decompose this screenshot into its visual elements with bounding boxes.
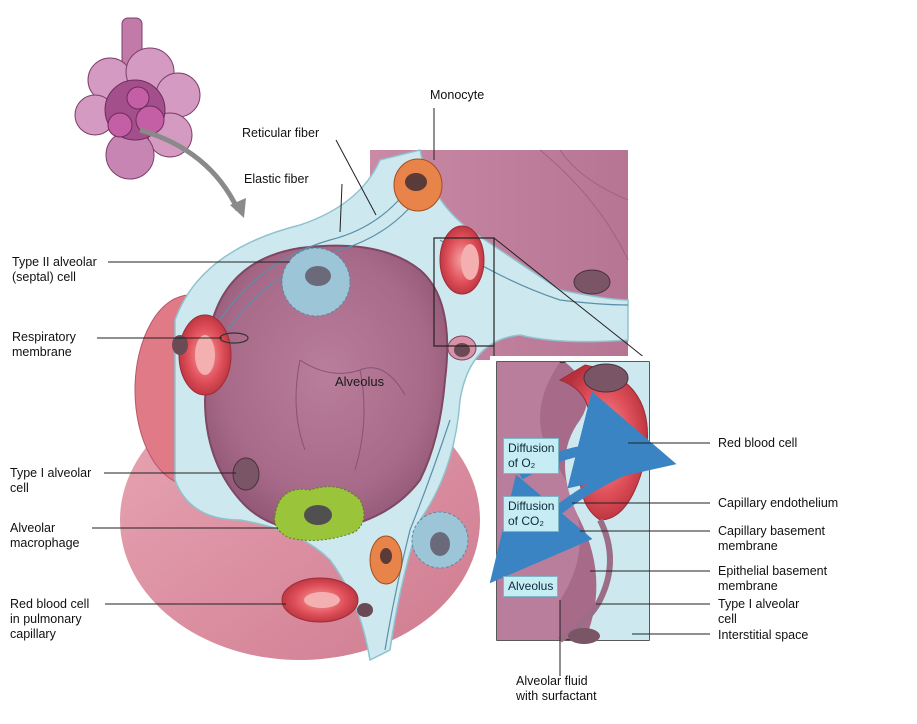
label-reticular-fiber: Reticular fiber [242,126,320,140]
inset-diffusion-co2-line1: Diffusion [508,499,555,513]
zoom-source-rect [433,237,495,347]
type1-cell-nucleus-left [232,457,260,491]
capillary-bottom [281,577,373,623]
label-type2-cell-line1: Type II alveolar [12,255,97,269]
label-epithelial-basement-line1: Epithelial basement [718,564,828,578]
inset-diffusion-co2-line2: of CO₂ [508,514,544,528]
inset-diffusion-o2-line1: Diffusion [508,441,555,455]
capillary-left [172,314,232,396]
acinus-illustration [74,17,246,218]
alveolar-macrophage-cell [274,486,365,541]
label-alveolus-center: Alveolus [335,374,385,389]
label-macrophage-line1: Alveolar [10,521,56,535]
label-capillary-endothelium: Capillary endothelium [718,496,839,510]
inset-diffusion-o2: Diffusion of O₂ [503,438,560,474]
capillary-top [439,225,485,361]
label-rbc-capillary-line2: in pulmonary [10,612,82,626]
label-type1-right-line2: cell [718,612,737,626]
inset-diffusion-o2-line2: of O₂ [508,456,536,470]
label-epithelial-basement-line2: membrane [718,579,778,593]
label-type1-right-line1: Type I alveolar [718,597,800,611]
label-macrophage-line2: macrophage [10,536,80,550]
label-rbc-right: Red blood cell [718,436,798,450]
label-alveolar-fluid-line1: Alveolar fluid [516,674,588,688]
label-interstitial-space: Interstitial space [718,628,809,642]
label-rbc-capillary-line1: Red blood cell [10,597,90,611]
label-monocyte: Monocyte [430,88,485,102]
label-type1-cell-line2: cell [10,481,29,495]
label-respiratory-membrane-line1: Respiratory [12,330,76,344]
zoom-connector-top [493,237,651,363]
leader-lines [92,108,710,676]
label-type1-cell-line1: Type I alveolar [10,466,92,480]
lower-cells [369,511,469,585]
label-elastic-fiber: Elastic fiber [244,172,309,186]
inset-diffusion-co2: Diffusion of CO₂ [503,496,560,532]
monocyte-cell [393,158,443,212]
label-alveolar-fluid-line2: with surfactant [516,689,597,703]
label-capillary-basement-line2: membrane [718,539,778,553]
label-capillary-basement-line1: Capillary basement [718,524,825,538]
type2-alveolar-cell [281,247,351,317]
label-type2-cell-line2: (septal) cell [12,270,76,284]
type1-cell-nucleus-right [573,269,611,295]
label-respiratory-membrane-line2: membrane [12,345,72,359]
inset-alveolus: Alveolus [503,576,559,597]
label-rbc-capillary-line3: capillary [10,627,56,641]
